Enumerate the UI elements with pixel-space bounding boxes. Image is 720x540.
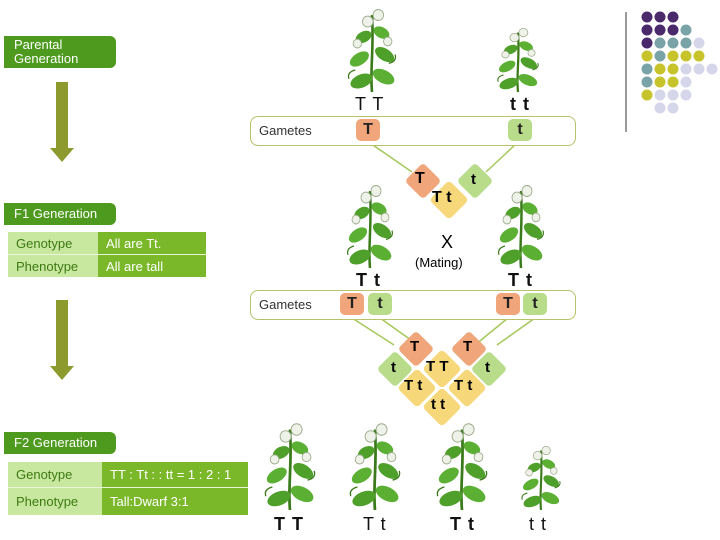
cross1-diamond-T: T <box>415 170 425 187</box>
f1-right-genotype: T t <box>508 270 533 290</box>
f2-table: Genotype TT : Tt : : tt = 1 : 2 : 1 Phen… <box>8 462 248 515</box>
down-arrow-2 <box>50 300 74 380</box>
f2-plant-4-genotype: t t <box>529 514 548 534</box>
plant-f2-4 <box>520 445 563 512</box>
f1-phenotype-key: Phenotype <box>8 254 98 277</box>
connector-line <box>351 317 395 346</box>
gamete-T-2b: T <box>496 293 520 315</box>
punnett-left: t <box>391 359 396 376</box>
punnett-mid-right: T t <box>454 377 473 394</box>
connector-line <box>369 142 413 173</box>
f2-plant-2-genotype: T t <box>363 514 387 534</box>
punnett-right: t <box>485 359 490 376</box>
gamete-t-1: t <box>508 119 532 141</box>
f1-phenotype-value: All are tall <box>98 254 206 277</box>
f1-genotype-key: Genotype <box>8 232 98 255</box>
f2-phenotype-key: Phenotype <box>8 487 102 515</box>
f2-plant-3-genotype: T t <box>450 514 475 534</box>
f1-left-genotype: T t <box>356 270 381 290</box>
f1-genotype-value: All are Tt. <box>98 232 206 255</box>
f2-genotype-key: Genotype <box>8 462 102 488</box>
punnett-mid-left: T t <box>404 377 423 394</box>
gamete-t-2b: t <box>523 293 547 315</box>
f2-phenotype-value: Tall:Dwarf 3:1 <box>102 487 248 515</box>
plant-parent-left <box>346 8 399 94</box>
parent-right-genotype: t t <box>510 94 530 114</box>
parent-left-genotype: T T <box>355 94 385 114</box>
gametes-label-1: Gametes <box>259 123 312 138</box>
punnett-center: T T <box>426 358 449 375</box>
cross1-diamonds <box>406 164 492 219</box>
parental-generation-label: Parental Generation <box>4 36 116 68</box>
f1-table: Genotype All are Tt. Phenotype All are t… <box>8 232 206 277</box>
parental-label-line2: Generation <box>14 51 79 66</box>
cross1-diamond-Tt: T t <box>432 189 452 206</box>
f2-genotype-value: TT : Tt : : tt = 1 : 2 : 1 <box>102 462 248 488</box>
connector-line <box>496 317 536 346</box>
f2-plant-1-genotype: T T <box>274 514 304 534</box>
down-arrow-1 <box>50 82 74 162</box>
connector-line <box>474 317 509 346</box>
gamete-T-2a: T <box>340 293 364 315</box>
plant-f2-3 <box>434 422 490 512</box>
punnett-diamonds <box>378 332 506 426</box>
gametes-row-2: Gametes <box>250 290 576 320</box>
gametes-label-2: Gametes <box>259 297 312 312</box>
cross-symbol: X <box>441 232 454 252</box>
mating-label: (Mating) <box>415 255 463 270</box>
plant-parent-right <box>495 27 541 94</box>
connector-line <box>485 142 518 173</box>
cross1-diamond-t: t <box>471 171 476 188</box>
punnett-bottom: t t <box>431 396 446 413</box>
f1-generation-label: F1 Generation <box>4 203 116 225</box>
punnett-top-left: T <box>410 338 420 355</box>
punnett-top-right: T <box>463 338 473 355</box>
plant-f1-left <box>345 184 395 270</box>
plant-f2-1 <box>262 422 318 512</box>
gamete-t-2a: t <box>368 293 392 315</box>
plant-f1-right <box>496 184 546 270</box>
f2-generation-label: F2 Generation <box>4 432 116 454</box>
parental-label-line1: Parental <box>14 37 63 52</box>
plant-f2-2 <box>347 422 403 512</box>
gamete-T-1: T <box>356 119 380 141</box>
